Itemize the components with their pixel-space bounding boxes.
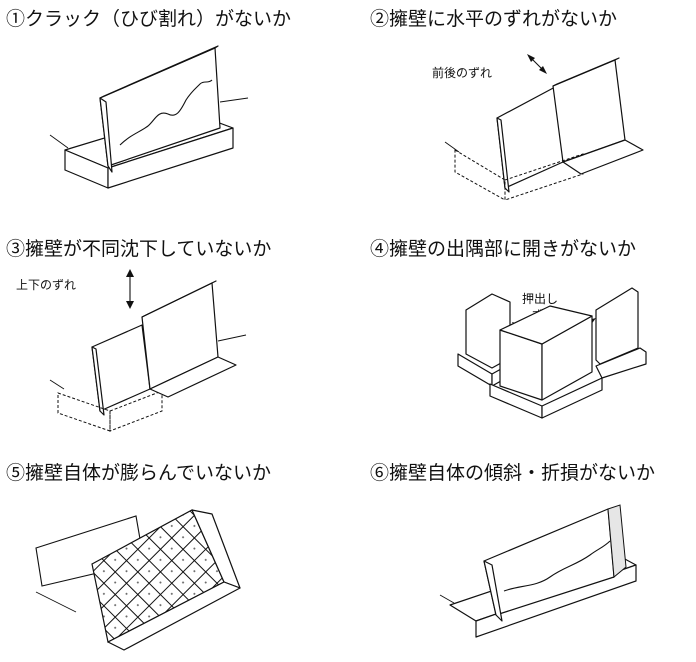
panel-2-title: ②擁壁に水平のずれがないか [370, 8, 618, 30]
wall-base [562, 139, 644, 175]
wall-left-segment [496, 85, 564, 193]
wall-left-segment [91, 324, 151, 416]
tilted-wall-stem [483, 560, 503, 622]
panel-4-corner-opening-diagram [457, 287, 647, 419]
base-dashed [504, 153, 584, 201]
ground-line [217, 334, 247, 342]
base-dashed [109, 390, 163, 432]
panel-2-note: 前後のずれ [432, 66, 493, 80]
fracture-face [607, 504, 627, 578]
ground-line [439, 594, 455, 604]
corner-wall-right [595, 287, 647, 379]
panel-1-crack-diagram [49, 45, 249, 189]
panel-5-bulge-diagram [35, 509, 241, 651]
shift-arrow [527, 54, 547, 74]
panel-6-tilt-fracture-diagram [439, 504, 637, 638]
crack-line [119, 79, 213, 146]
panel-6-title: ⑥擁壁自体の傾斜・折損がないか [370, 462, 656, 484]
panel-3-title: ③擁壁が不同沈下していないか [6, 238, 272, 260]
wall-base [149, 356, 237, 398]
ground-line [219, 97, 249, 103]
ground-line [35, 591, 77, 613]
ground-line [49, 379, 65, 390]
panel-5-title: ⑤擁壁自体が膨らんでいないか [6, 462, 272, 484]
ground-line [49, 134, 69, 149]
settlement-arrow [126, 269, 134, 309]
panel-1-title: ①クラック（ひび割れ）がないか [6, 8, 292, 30]
corner-wall-center [489, 305, 603, 419]
ground-line [444, 141, 460, 153]
panel-2-horizontal-shift-diagram [444, 54, 644, 201]
panel-3-note: 上下のずれ [16, 278, 77, 292]
panel-4-note-line1: 押出し [522, 292, 559, 306]
base-dashed [454, 149, 506, 201]
fracture-line [503, 540, 611, 592]
wall-base [107, 581, 241, 651]
wall-right-segment [141, 280, 219, 390]
panel-4-title: ④擁壁の出隅部に開きがないか [370, 238, 637, 260]
panel-3-settlement-diagram [49, 269, 247, 432]
